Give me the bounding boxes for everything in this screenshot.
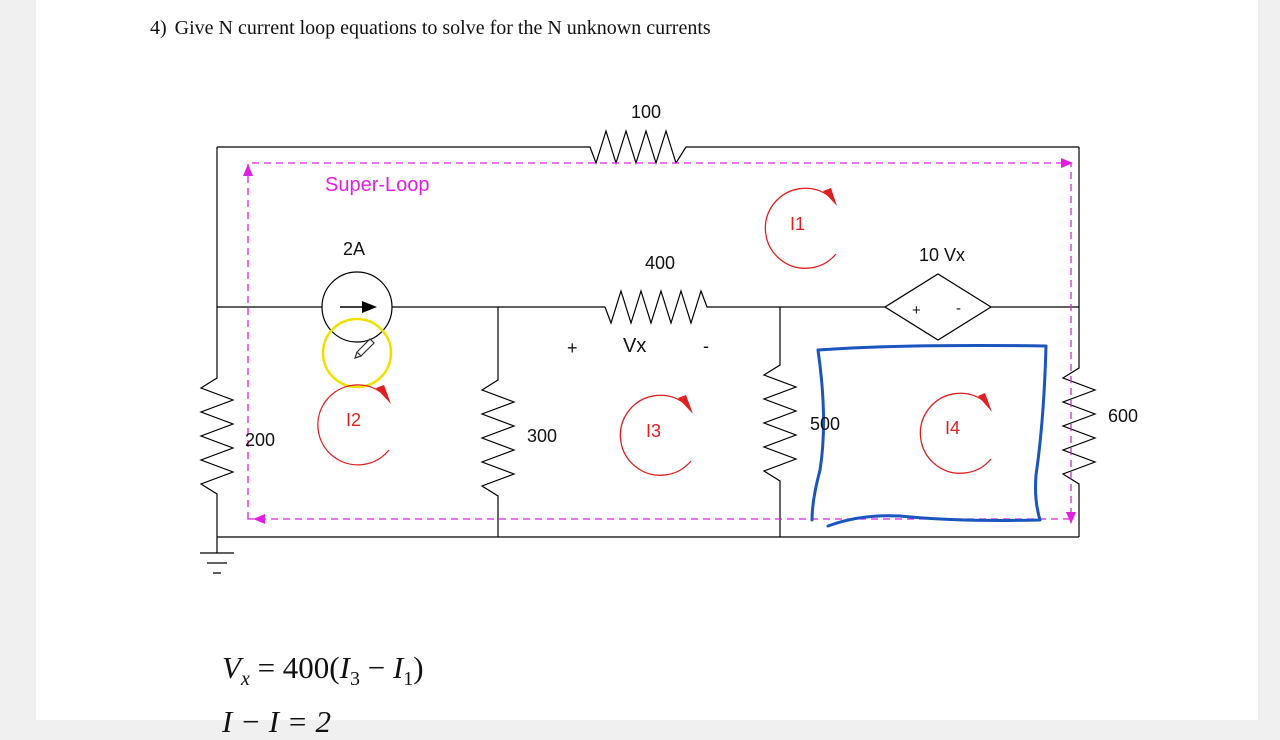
eq1-minus: − [359,650,393,685]
label-r-600: 600 [1108,406,1138,426]
cursor-highlight [321,317,393,389]
label-r-top: 100 [631,102,661,122]
wire-top [217,128,1079,166]
current-source-circle [321,271,393,343]
question-number: 4) [150,17,167,39]
circuit-diagram: 100 400 2A 10 Vx 200 300 500 600 Vx + - … [199,102,1138,574]
loop-i4-arrow-icon [978,393,992,412]
label-dependent-source: 10 Vx [919,245,965,265]
label-loop-i4: I4 [945,418,960,438]
label-dep-minus: - [956,300,961,317]
label-dep-plus: + [912,302,921,319]
question-text: 4) Give N current loop equations to solve… [150,17,711,40]
eq1-i1-sub: 1 [403,668,414,691]
eq1-v: V [222,650,241,685]
loop-i4-arc [919,392,992,474]
resistor-500 [762,307,798,537]
equation-vx: Vx = 400(I3 − I1) [222,650,424,691]
document-page [36,0,1258,720]
arrow-right-icon [340,301,377,313]
super-loop-arrow-down-icon [1066,512,1076,524]
eq1-close: ) [413,650,424,685]
resistor-200 [199,307,235,553]
loop-i2-arrow-icon [376,385,391,404]
eq1-v-sub: x [240,668,250,691]
label-loop-i2: I2 [346,410,361,430]
ground-symbol [200,552,234,574]
label-r-400: 400 [645,253,675,273]
loop-i1-arrow-icon [823,188,837,206]
label-vx-minus: - [703,336,709,356]
super-loop-arrow-left-icon [253,514,265,524]
loop-i2-arc [317,384,390,466]
resistor-600 [1061,307,1097,537]
super-loop-arrow-right-icon [1061,158,1073,168]
label-r-200: 200 [245,430,275,450]
blue-annotation-box [810,344,1048,528]
dependent-source-diamond [883,273,993,341]
label-r-300: 300 [527,426,557,446]
resistor-400 [604,288,885,326]
loop-i1-arc [764,187,837,269]
label-vx: Vx [623,335,646,357]
eq2-text: I − I = 2 [222,704,331,739]
loop-i3-arc [619,394,692,476]
eq1-i3-sub: 3 [349,668,360,691]
eq1-rhs-prefix: = 400( [249,650,340,685]
label-super-loop: Super-Loop [325,174,430,196]
eq1-i1: I [392,650,404,685]
question-body: Give N current loop equations to solve f… [174,17,711,39]
label-r-500: 500 [810,414,840,434]
label-vx-plus: + [567,338,578,358]
pencil-icon [354,338,375,359]
label-current-source: 2A [343,239,365,259]
label-loop-i3: I3 [646,421,661,441]
loop-i3-arrow-icon [678,395,693,414]
eq1-i3: I [339,650,350,685]
equation-2-partial: I − I = 2 [222,704,331,740]
label-loop-i1: I1 [790,214,805,234]
super-loop-arrow-up-icon [243,164,253,176]
resistor-300 [480,307,516,537]
